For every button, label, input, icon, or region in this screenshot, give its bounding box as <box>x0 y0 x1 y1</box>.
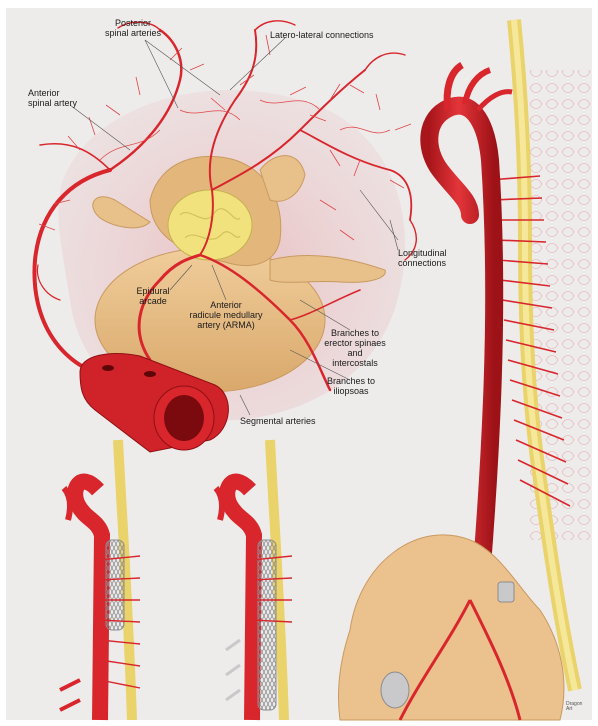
label-latero-lateral-connections: Latero-lateral connections <box>270 30 430 40</box>
label-arma: Anterior radicule medullary artery (ARMA… <box>176 300 276 330</box>
stent-marker <box>498 582 514 602</box>
femoral-head <box>381 672 409 708</box>
label-anterior-spinal-artery: Anterior spinal artery <box>28 88 98 108</box>
label-segmental-arteries: Segmental arteries <box>240 416 350 426</box>
label-longitudinal-connections: Longitudinal connections <box>398 248 478 268</box>
label-posterior-spinal-arteries: Posterior spinal arteries <box>93 18 173 38</box>
label-branches-erector-spinaes: Branches to erector spinaes and intercos… <box>320 328 390 368</box>
label-epidural-arcade: Epidural arcade <box>126 286 180 306</box>
label-branches-iliopsoas: Branches to iliopsoas <box>316 376 386 396</box>
stent-graft-2 <box>258 540 276 710</box>
spinal-cord-section <box>168 190 252 260</box>
artist-signature: Dragon Art <box>566 702 590 712</box>
stent-graft-1 <box>106 540 124 630</box>
